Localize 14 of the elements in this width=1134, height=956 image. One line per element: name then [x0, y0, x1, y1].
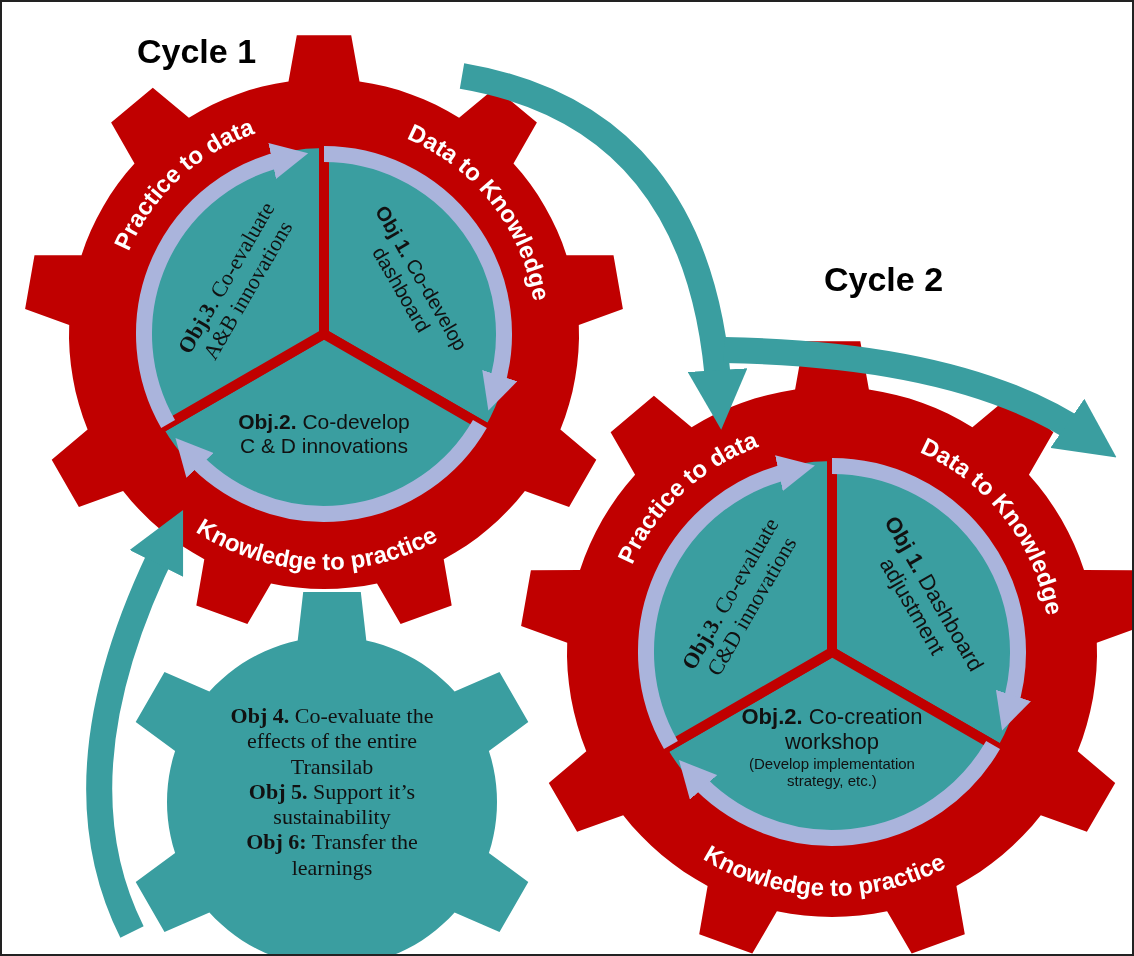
- objective-text: Obj 6: Transfer the learnings: [245, 829, 419, 881]
- arrow: [459, 63, 747, 430]
- arrow: [174, 419, 487, 522]
- objective-text: Obj 4. Co-evaluate the effects of the entire Transilab: [229, 703, 435, 780]
- arrow: [136, 144, 308, 428]
- objective-text: (Develop implementation strategy, etc.): [748, 755, 916, 790]
- arrow: [678, 740, 1000, 846]
- arrow: [723, 337, 1118, 457]
- objective-text: Obj.2. Co-develop C & D innovations: [237, 409, 411, 459]
- objective-text: Obj.2. Co-creation workshop: [740, 704, 924, 756]
- cycle-heading: Cycle 2: [824, 260, 944, 299]
- objective-text: Obj 5. Support it’s sustainability: [247, 779, 417, 830]
- cycle-heading: Cycle 1: [137, 32, 257, 71]
- arrow: [638, 456, 815, 749]
